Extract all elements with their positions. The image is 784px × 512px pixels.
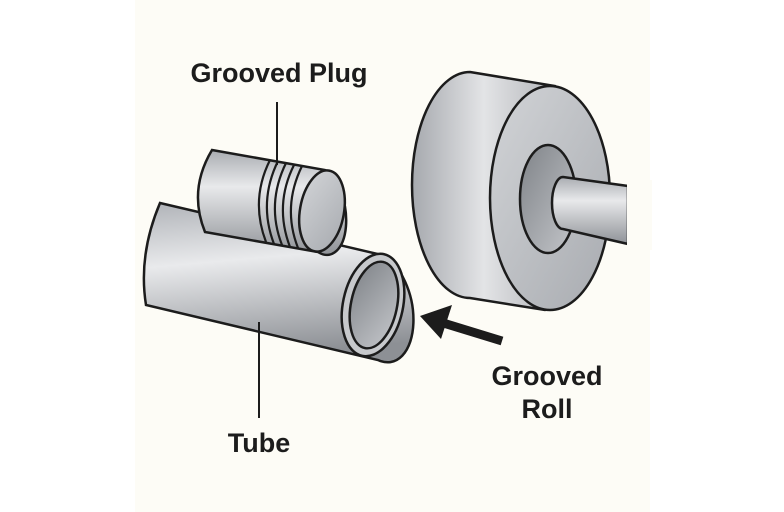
groove-5 bbox=[289, 165, 303, 249]
label-grooved-roll-line1: Grooved bbox=[491, 361, 602, 391]
roll-shaft bbox=[550, 175, 652, 250]
groove-4 bbox=[281, 164, 295, 248]
label-grooved-plug: Grooved Plug bbox=[190, 58, 367, 88]
plug-end-face bbox=[297, 169, 347, 253]
groove-1 bbox=[257, 159, 271, 243]
shaft-body bbox=[550, 175, 630, 246]
shaft-clip bbox=[627, 180, 652, 250]
feed-arrow-icon bbox=[420, 305, 504, 346]
grooved-plug bbox=[196, 148, 348, 257]
plug-grooves bbox=[257, 159, 303, 249]
tube-end-inner bbox=[348, 260, 400, 350]
groove-2 bbox=[265, 160, 279, 245]
groove-3 bbox=[273, 162, 287, 246]
label-grooved-roll-line2: Roll bbox=[522, 394, 573, 424]
tube bbox=[142, 201, 415, 364]
label-tube: Tube bbox=[228, 428, 291, 458]
